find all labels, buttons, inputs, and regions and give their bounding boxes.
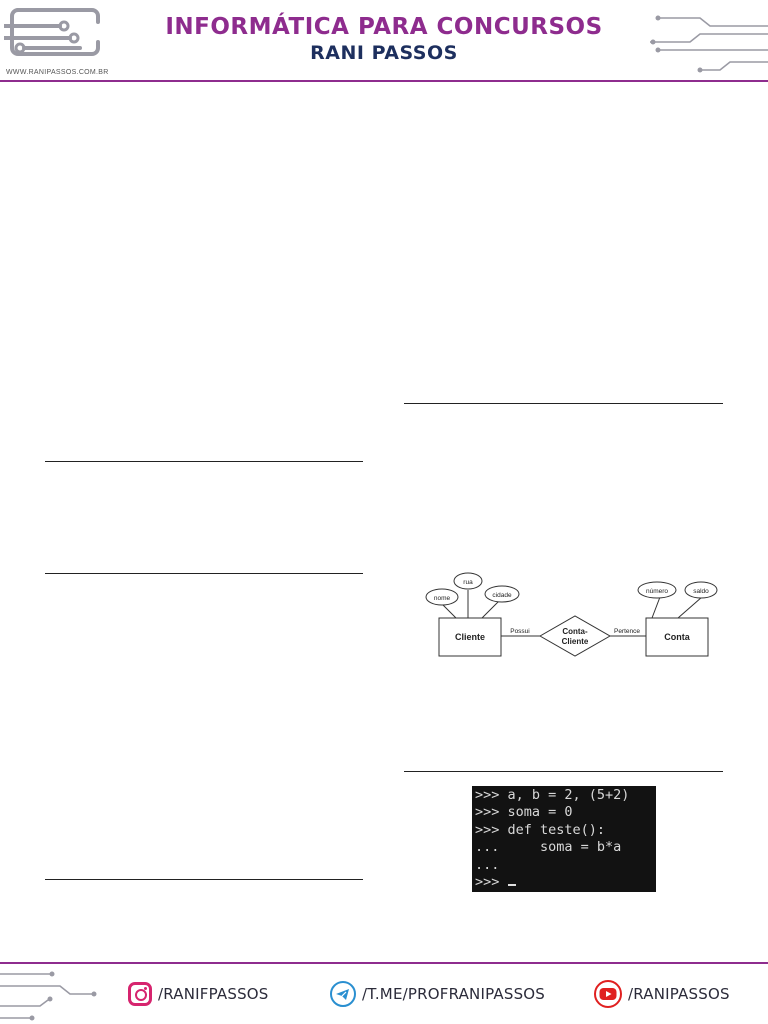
column-divider [404,771,723,772]
circuit-decoration-icon [0,971,97,1021]
er-attribute: rua [463,579,473,586]
footer-divider [0,962,768,964]
terminal-prompt-row: >>> [475,874,656,891]
er-entity-right: Conta [664,632,690,642]
er-attribute: saldo [693,588,709,595]
er-relationship-line2: Cliente [562,637,589,646]
logo-icon [4,8,100,56]
terminal-line: >>> def teste(): [475,821,606,838]
er-role-left: Possui [510,628,530,635]
er-diagram: Cliente Conta Conta- Cliente Possui Pert… [425,572,718,657]
python-terminal: >>> a, b = 2, (5+2) >>> soma = 0 >>> def… [472,786,656,892]
terminal-line: >>> a, b = 2, (5+2) [475,787,630,803]
telegram-icon [330,981,356,1007]
instagram-handle: /RANIFPASSOS [158,985,269,1003]
page-title: INFORMÁTICA PARA CONCURSOS [165,14,603,40]
circuit-decoration-icon [650,15,768,73]
youtube-icon [594,980,622,1008]
er-entity-left: Cliente [455,632,485,642]
terminal-line: >>> soma = 0 [475,804,573,821]
er-role-right: Pertence [614,628,640,635]
column-divider [45,461,363,462]
er-attribute: cidade [492,592,512,599]
telegram-link[interactable]: /T.ME/PROFRANIPASSOS [330,980,545,1008]
terminal-line: >>> [475,873,508,890]
column-divider [404,403,723,404]
er-relationship-line1: Conta- [562,627,588,636]
telegram-handle: /T.ME/PROFRANIPASSOS [362,985,546,1003]
column-divider [45,879,363,880]
page-subtitle: RANI PASSOS [310,42,458,64]
header-divider [0,80,768,82]
er-attribute: nome [434,595,451,602]
youtube-link[interactable]: /RANIPASSOS [594,980,730,1008]
instagram-icon [128,982,152,1006]
terminal-line: ... [475,856,500,873]
instagram-link[interactable]: /RANIFPASSOS [128,980,269,1008]
site-url[interactable]: WWW.RANIPASSOS.COM.BR [6,69,109,76]
cursor-icon [507,883,516,886]
youtube-handle: /RANIPASSOS [628,985,730,1003]
terminal-line: ... soma = b*a [475,839,622,856]
er-attribute: número [646,588,668,595]
column-divider [45,573,363,574]
